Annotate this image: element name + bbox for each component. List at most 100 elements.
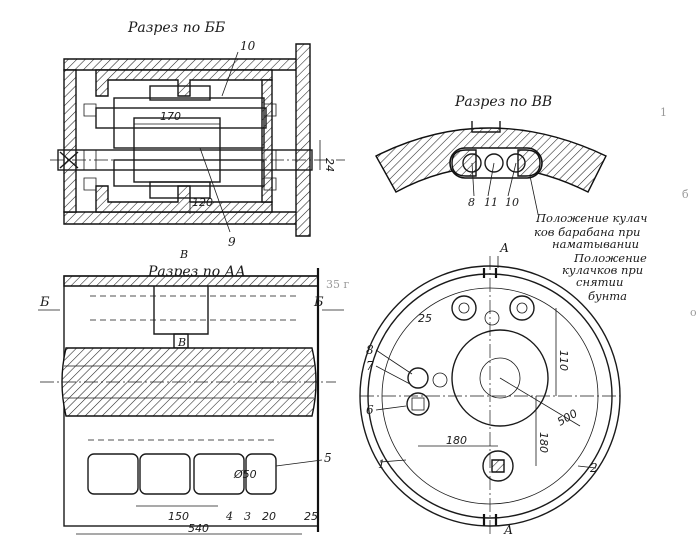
- slot-hatch-right: [517, 149, 541, 177]
- lower-bushings: [83, 177, 277, 191]
- aa-roller-4: [245, 453, 277, 495]
- upper-cam-right-pin: [516, 302, 528, 314]
- leader-10-vv: [507, 162, 517, 197]
- dim-line-500: [499, 377, 581, 427]
- dim-24: 24: [323, 158, 336, 172]
- cam-10: [506, 153, 526, 173]
- leader-wind: [529, 175, 539, 215]
- center-hub: [451, 329, 549, 427]
- part-4: 4: [225, 510, 233, 523]
- arc-notch: [471, 121, 501, 133]
- leader-2: [577, 465, 597, 469]
- left-cam-key: [411, 397, 425, 411]
- upper-bushings: [83, 103, 277, 117]
- hub-bore: [479, 357, 521, 399]
- leader-1: [379, 459, 407, 463]
- dim-phi50: Ø50: [233, 468, 257, 481]
- slot-hatch-left: [451, 149, 477, 177]
- dim-540: 540: [188, 522, 209, 535]
- ring-gap-top: [482, 268, 498, 278]
- lower-boss: [149, 181, 211, 199]
- shaft-end-cross: [59, 151, 79, 169]
- flange-right: [295, 43, 311, 237]
- callout-remove-2: кулачков при: [562, 263, 643, 277]
- bearing-bushings: [83, 149, 277, 171]
- part-8-right: 8: [366, 343, 374, 357]
- left-cam-small: [432, 372, 448, 388]
- cut-mark-b-left: Б: [39, 295, 50, 310]
- bleed-text-3: 35 г: [326, 278, 349, 291]
- part-11: 11: [484, 196, 498, 209]
- part-3: 3: [244, 510, 251, 523]
- cam-8: [462, 153, 482, 173]
- leader-6: [375, 405, 407, 411]
- dim-20: 20: [262, 510, 276, 523]
- leader-11: [487, 162, 495, 197]
- inner-web-upper: [95, 69, 273, 97]
- housing-bottom-wall: [63, 211, 301, 225]
- ring-gap-bottom: [482, 514, 498, 526]
- cut-mark-a-bottom: А: [503, 523, 513, 537]
- part-2: 2: [589, 461, 598, 475]
- part-1: 1: [378, 458, 385, 471]
- dim-500: 500: [555, 407, 580, 429]
- aa-roller-2: [139, 453, 191, 495]
- leader-5: [275, 459, 323, 467]
- callout-wind-2: ков барабана при: [534, 225, 640, 239]
- cut-mark-a-top: А: [499, 241, 509, 255]
- cut-mark-v-top: В: [179, 248, 188, 261]
- leader-8-vv: [471, 162, 475, 197]
- aa-roller-3: [193, 453, 245, 495]
- upper-carriage: [113, 97, 265, 149]
- part-6: 6: [366, 403, 374, 417]
- left-cam-lower: [406, 392, 430, 416]
- leader-10: [221, 51, 239, 97]
- section-vv-label: Разрез по ВВ: [454, 94, 552, 110]
- bleed-text-4: о: [690, 306, 697, 319]
- section-bb-label: Разрез по ББ: [127, 20, 225, 36]
- shaft-upper: [95, 107, 267, 129]
- part-9: 9: [228, 235, 236, 249]
- cut-mark-v-left: В: [177, 336, 186, 349]
- section-aa-view: В Разрез по АА Б Б В Ø50 5 150: [38, 248, 344, 535]
- dim-180-v: 180: [537, 432, 550, 453]
- dim-180-h: 180: [446, 434, 467, 447]
- upper-boss: [149, 85, 211, 101]
- end-view: А А 8 7 6 1 2 25 110 180 180 500: [359, 241, 621, 537]
- bleed-text-1: 1: [660, 106, 667, 119]
- callout-remove-3: снятии: [576, 275, 623, 289]
- aa-upper-block: [153, 286, 209, 335]
- cut-mark-b-right: Б: [313, 295, 324, 310]
- dim-150: 150: [168, 510, 189, 523]
- leader-8-right: [375, 349, 413, 375]
- part-7: 7: [366, 359, 374, 373]
- leader-9: [199, 147, 231, 233]
- upper-cam-right: [509, 295, 535, 321]
- dim-170: 170: [160, 110, 181, 123]
- housing-top-wall: [63, 58, 301, 71]
- part-8-vv: 8: [468, 196, 475, 209]
- housing-left-wall: [63, 69, 77, 213]
- part-10-top: 10: [240, 39, 256, 53]
- cam-11: [484, 153, 504, 173]
- leader-7: [375, 365, 411, 385]
- callout-wind-3: наматывании: [552, 237, 639, 251]
- dim-110: 110: [557, 350, 570, 371]
- callout-remove-4: бунта: [588, 289, 627, 303]
- callout-wind-1: Положение кулач: [535, 211, 647, 225]
- aa-roller-1: [87, 453, 139, 495]
- upper-cam-middle: [484, 310, 500, 326]
- part-5: 5: [324, 451, 332, 465]
- part-10-vv: 10: [505, 196, 519, 209]
- inner-web-lower: [95, 185, 273, 213]
- dim-25: 25: [304, 510, 318, 523]
- bleed-text-2: б: [682, 188, 689, 201]
- upper-cam-left-pin: [458, 302, 470, 314]
- section-vv-view: Разрез по ВВ 8 11 10 Положение кулач ков…: [375, 94, 647, 303]
- callout-remove-1: Положение: [573, 251, 647, 265]
- left-cam-upper: [407, 367, 429, 389]
- upper-cam-left: [451, 295, 477, 321]
- dim-120: 120: [192, 196, 213, 209]
- section-bb-view: Разрез по ББ 170 120 24: [50, 20, 345, 249]
